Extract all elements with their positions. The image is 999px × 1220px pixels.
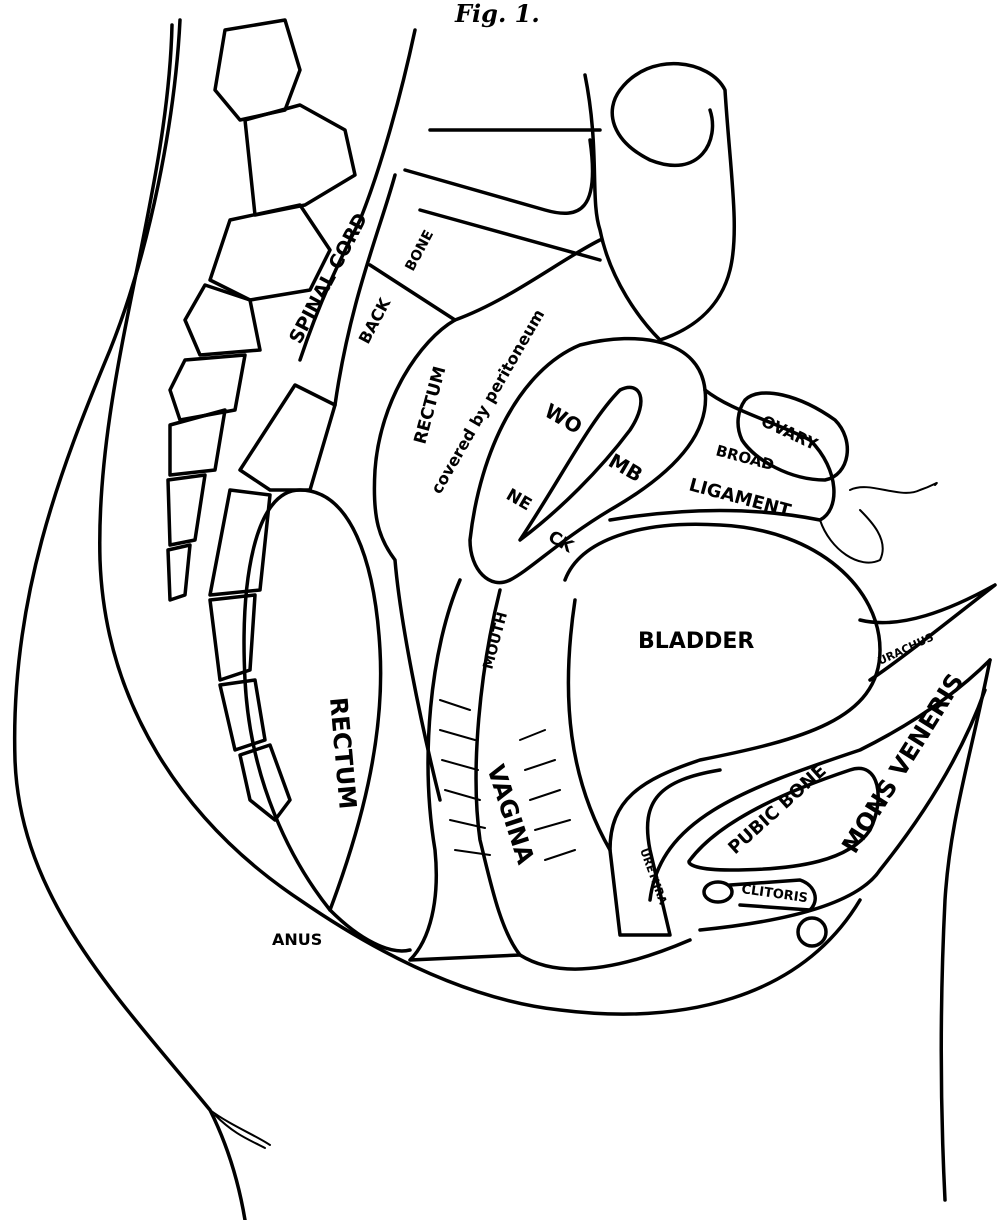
rectum-descending [372, 318, 457, 802]
figure-title: Fig. 1. [454, 0, 540, 28]
spinal-cord-outline [298, 28, 602, 362]
perineum [328, 908, 692, 971]
upper-rectum [583, 61, 737, 342]
bladder-outline [563, 522, 882, 937]
back-inner-line [98, 23, 862, 1016]
back-bone-outline [333, 173, 602, 407]
clitoris-glans [702, 880, 734, 904]
label-bone: BONE [402, 228, 437, 274]
label-mouth: MOUTH [480, 610, 511, 671]
buttock-crease [209, 1109, 271, 1149]
broad-ligament [608, 388, 836, 522]
ovary [736, 391, 850, 482]
label-bladder: BLADDER [638, 629, 754, 654]
label-anus: ANUS [272, 930, 322, 949]
label-vagina: VAGINA [481, 761, 540, 868]
uterine-cavity [518, 385, 643, 542]
vaginal-rugae [439, 699, 576, 861]
label-mons-veneris: MONS VENERIS [836, 669, 969, 859]
label-ovary: OVARY [758, 411, 821, 454]
spine-vertebrae [166, 18, 357, 822]
bladder-wall-inner [566, 598, 612, 852]
front-outline [939, 658, 992, 1202]
clitoris-body [728, 878, 817, 912]
label-rectum-upper: RECTUM [411, 364, 451, 446]
label-rectum-lower: RECTUM [324, 696, 362, 810]
vagina-outline [408, 578, 522, 962]
body-outline-back [12, 18, 247, 1220]
label-ne: NE [503, 485, 535, 515]
urachus [858, 583, 997, 682]
label-spinal-cord: SPINAL CORD [285, 209, 372, 347]
label-back: BACK [355, 294, 395, 346]
labia [796, 916, 828, 948]
mons-veneris-outline [648, 658, 992, 932]
label-wo: WO [541, 399, 587, 439]
label-covered-by-peritoneum: covered by peritoneum [427, 306, 548, 497]
lower-rectum [242, 488, 383, 912]
fallopian-fimbriae [819, 481, 938, 564]
label-urachus: URACHUS [876, 631, 936, 668]
label-pubic-bone: PUBIC BONE [724, 760, 830, 859]
uterus [468, 336, 708, 585]
pubic-bone [687, 766, 880, 872]
label-ligament: LIGAMENT [687, 475, 794, 522]
label-clitoris: CLITORIS [740, 882, 808, 906]
